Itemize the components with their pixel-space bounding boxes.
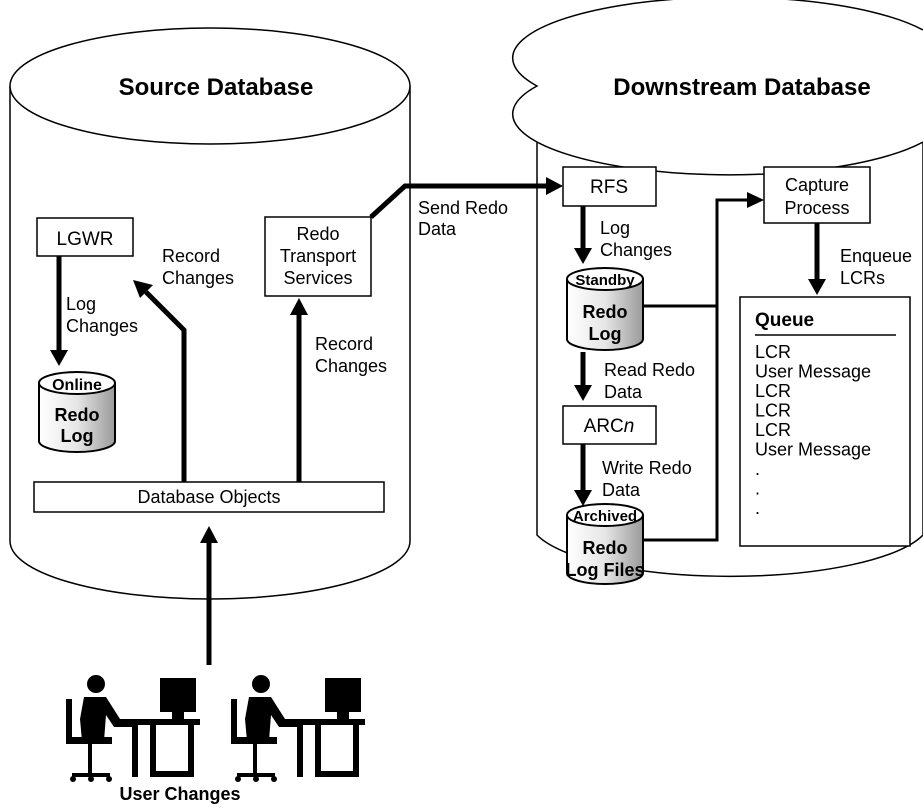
queue-title: Queue <box>755 310 814 331</box>
enqueue-line2: LCRs <box>840 268 885 288</box>
read-redo-line2: Data <box>604 382 643 402</box>
online-redo-line2: Log <box>61 426 94 446</box>
arcn-box <box>562 405 657 445</box>
database-objects-label: Database Objects <box>137 487 280 507</box>
capture-line2: Process <box>784 198 849 218</box>
record-changes-to-lgwr-arrow <box>133 280 187 482</box>
arcn-to-archived-arrow <box>574 444 592 506</box>
archived-top-label: Archived <box>573 508 637 525</box>
lgwr-label: LGWR <box>57 229 114 250</box>
source-database-title: Source Database <box>119 74 314 101</box>
record-changes-left-line1: Record <box>162 246 220 266</box>
arcn-suffix: n <box>624 416 635 437</box>
redo-transport-services-box <box>264 216 372 297</box>
source-log-changes-line2: Changes <box>66 316 138 336</box>
redo-transport-line3: Services <box>283 268 352 288</box>
queue-item: User Message <box>755 362 871 382</box>
send-redo-line1: Send Redo <box>418 198 508 218</box>
capture-line1: Capture <box>785 175 849 195</box>
queue-item: LCR <box>755 401 791 421</box>
queue-item: User Message <box>755 440 871 460</box>
send-redo-data-arrow <box>369 177 563 219</box>
standby-redo-log-drum <box>566 267 644 351</box>
send-redo-line2: Data <box>418 219 457 239</box>
write-redo-line2: Data <box>602 480 641 500</box>
standby-line1: Redo <box>583 302 628 322</box>
queue-item: LCR <box>755 381 791 401</box>
rfs-to-standby-arrow <box>574 206 592 264</box>
database-objects-box <box>33 481 385 513</box>
source-database-cylinder <box>9 27 411 600</box>
queue-box <box>739 296 911 547</box>
standby-line2: Log <box>589 324 622 344</box>
archived-redo-log-files-drum <box>566 503 644 585</box>
arcn-prefix: ARC <box>584 416 624 437</box>
user-workstation-icon <box>231 675 365 782</box>
online-redo-line1: Redo <box>55 405 100 425</box>
standby-top-label: Standby <box>575 272 635 289</box>
lgwr-to-online-redo-arrow <box>50 256 68 366</box>
online-redo-log-drum <box>38 371 116 453</box>
record-changes-right-line2: Changes <box>315 356 387 376</box>
user-workstation-icon <box>66 675 200 782</box>
online-redo-top-label: Online <box>52 377 102 394</box>
downstream-log-changes-line2: Changes <box>600 240 672 260</box>
rfs-box <box>562 166 657 207</box>
source-log-changes-line1: Log <box>66 294 96 314</box>
enqueue-line1: Enqueue <box>840 246 912 266</box>
redo-transport-line2: Transport <box>280 246 356 266</box>
record-changes-to-transport-arrow <box>290 298 308 482</box>
archived-line1: Redo <box>583 538 628 558</box>
arcn-label: ARCn <box>584 416 635 437</box>
rfs-label: RFS <box>590 177 628 198</box>
queue-item: . <box>755 498 760 518</box>
standby-to-arcn-arrow <box>574 352 592 401</box>
record-changes-left-line2: Changes <box>162 268 234 288</box>
archived-line2: Log Files <box>565 560 644 580</box>
redo-transport-line1: Redo <box>296 224 339 244</box>
user-changes-arrow <box>200 526 218 665</box>
user-changes-label: User Changes <box>119 784 240 804</box>
capture-to-queue-arrow <box>808 223 826 295</box>
record-changes-right-line1: Record <box>315 334 373 354</box>
write-redo-line1: Write Redo <box>602 458 692 478</box>
logs-to-capture-connector <box>643 192 764 542</box>
downstream-log-changes-line1: Log <box>600 218 630 238</box>
queue-item: . <box>755 479 760 499</box>
queue-item: LCR <box>755 420 791 440</box>
capture-process-box <box>763 166 871 224</box>
read-redo-line1: Read Redo <box>604 360 695 380</box>
lgwr-box <box>36 217 134 257</box>
queue-item: LCR <box>755 342 791 362</box>
downstream-database-title: Downstream Database <box>613 74 870 101</box>
queue-item: . <box>755 459 760 479</box>
